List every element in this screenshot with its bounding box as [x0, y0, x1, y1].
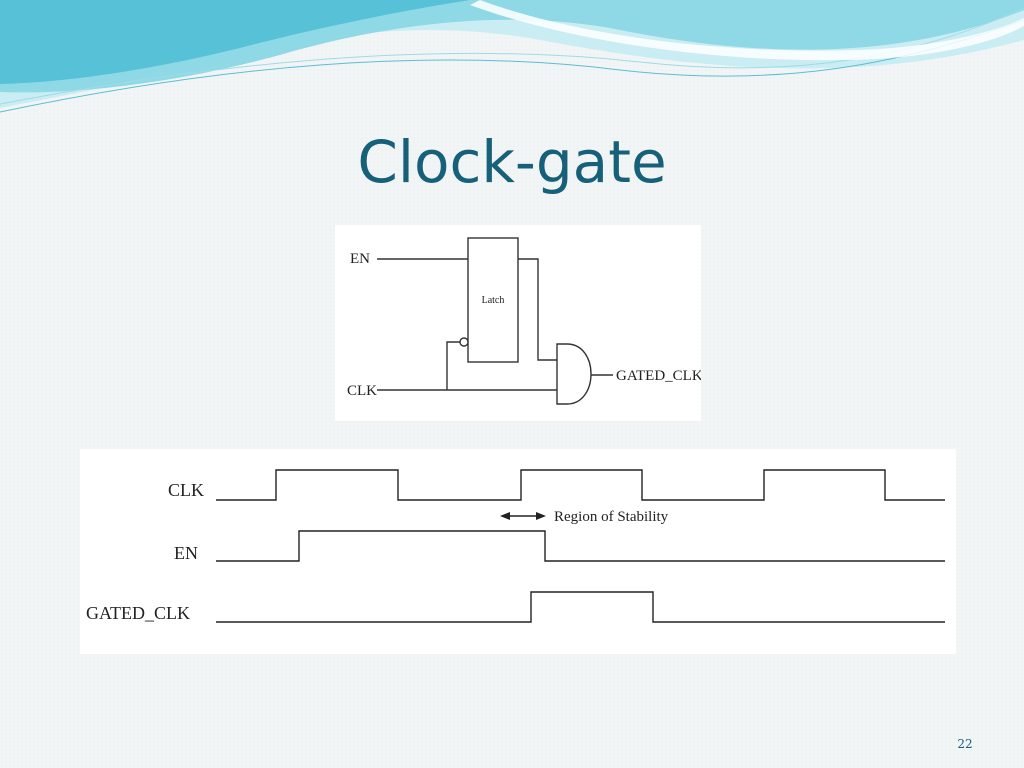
timing-gated-clk-label: GATED_CLK — [86, 603, 190, 623]
gated-clk-waveform — [216, 591, 945, 623]
timing-svg: CLK EN GATED_CLK Region of Stability — [86, 469, 945, 623]
latch-label: Latch — [482, 295, 505, 306]
circuit-clk-label: CLK — [347, 383, 377, 399]
stability-arrow-head-left — [500, 512, 510, 520]
and-gate — [556, 343, 592, 405]
wave-white-streak — [470, 0, 1024, 61]
timing-en-label: EN — [174, 543, 198, 563]
wave-dark — [0, 0, 470, 84]
timing-diagram: CLK EN GATED_CLK Region of Stability — [80, 449, 956, 654]
circuit-svg: EN CLK Latch GATED_CLK — [347, 237, 703, 405]
en-waveform — [216, 530, 945, 562]
clk-branch-wire — [446, 341, 460, 390]
circuit-en-label: EN — [350, 251, 370, 267]
latch-clock-bubble — [459, 337, 469, 347]
clk-waveform — [216, 469, 945, 501]
header-wave-decoration — [0, 0, 1024, 113]
clock-gate-circuit-diagram: EN CLK Latch GATED_CLK — [335, 225, 703, 421]
slide-title: Clock-gate — [357, 128, 667, 196]
latch-box — [467, 237, 519, 363]
timing-clk-label: CLK — [168, 480, 204, 500]
wave-line-1 — [0, 19, 1024, 113]
latch-output-wire — [518, 258, 557, 361]
slide-page-number: 22 — [957, 737, 973, 751]
circuit-output-label: GATED_CLK — [616, 368, 701, 384]
stability-annotation: Region of Stability — [554, 509, 669, 525]
stability-arrow-head-right — [536, 512, 546, 520]
